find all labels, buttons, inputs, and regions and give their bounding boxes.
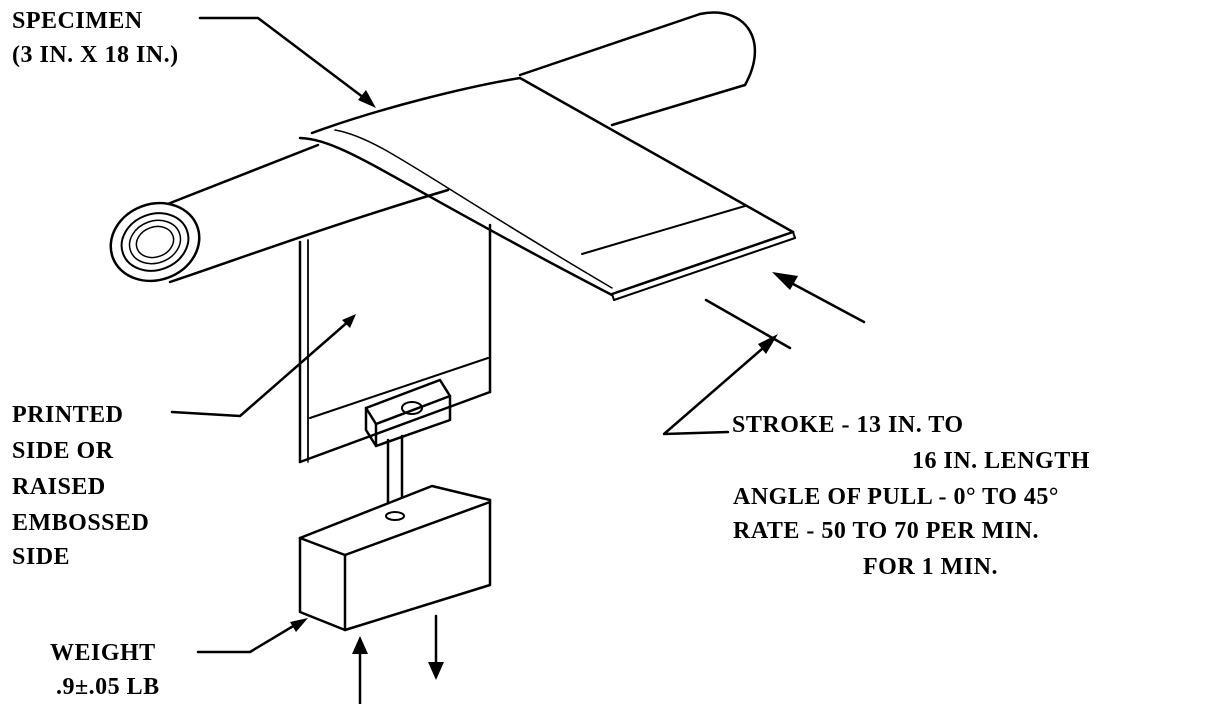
angle-of-pull-label: ANGLE OF PULL - 0° TO 45° [733,484,1059,510]
stroke-label-1: STROKE - 13 IN. TO [732,412,964,438]
rod-back [518,11,757,127]
down-arrowhead [428,662,444,680]
specimen-arrowhead [358,90,376,108]
clamp [364,378,452,448]
stroke-arrowhead [758,334,778,354]
rate-label: RATE - 50 TO 70 PER MIN. [733,518,1040,544]
printed-side-label-4: EMBOSSED [12,510,150,536]
duration-label: FOR 1 MIN. [863,554,998,580]
stroke-label-2: 16 IN. LENGTH [912,448,1090,474]
pull-direction-arrowhead [772,272,798,290]
weight-label: WEIGHT [50,640,156,666]
printed-side-label-3: RAISED [12,474,106,500]
weight-arrowhead [290,618,308,632]
motion-arrows [358,276,866,704]
specimen-strip [298,76,796,301]
leader-lines [170,16,792,654]
specimen-size-label: (3 IN. X 18 IN.) [12,42,179,68]
printed-side-label-2: SIDE OR [12,438,114,464]
up-arrowhead [352,636,368,654]
hanging-specimen [298,223,492,464]
printed-side-label-5: SIDE [12,544,71,570]
weight-value-label: .9±.05 LB [56,674,160,700]
rod-front [109,143,450,284]
specimen-label: SPECIMEN [12,8,143,34]
weight-block [298,484,492,632]
printed-side-label-1: PRINTED [12,402,124,428]
printed-side-arrowhead [342,314,356,328]
